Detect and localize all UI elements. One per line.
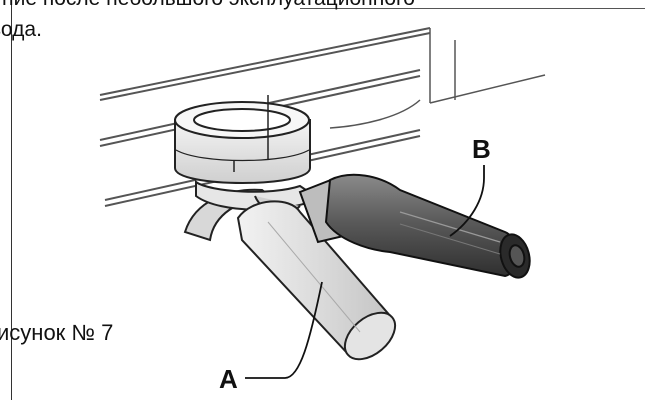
callout-a-leader: [245, 281, 323, 379]
group-head: [174, 95, 311, 184]
figure-caption: исунок № 7: [0, 320, 114, 345]
portafilter-handle-a: [236, 200, 397, 361]
callout-label-a: A: [219, 364, 238, 394]
callout-label-b: B: [472, 134, 491, 164]
page-margin-line: [11, 0, 12, 400]
portafilter-handle-b: [298, 173, 531, 279]
body-text-line-2: вода.: [0, 18, 42, 41]
page-top-rule: [300, 8, 645, 9]
body-text-line-1: ние после небольшого эксплуатационного: [2, 0, 415, 11]
machine-housing: [99, 27, 546, 207]
callout-b-leader: [449, 165, 485, 237]
